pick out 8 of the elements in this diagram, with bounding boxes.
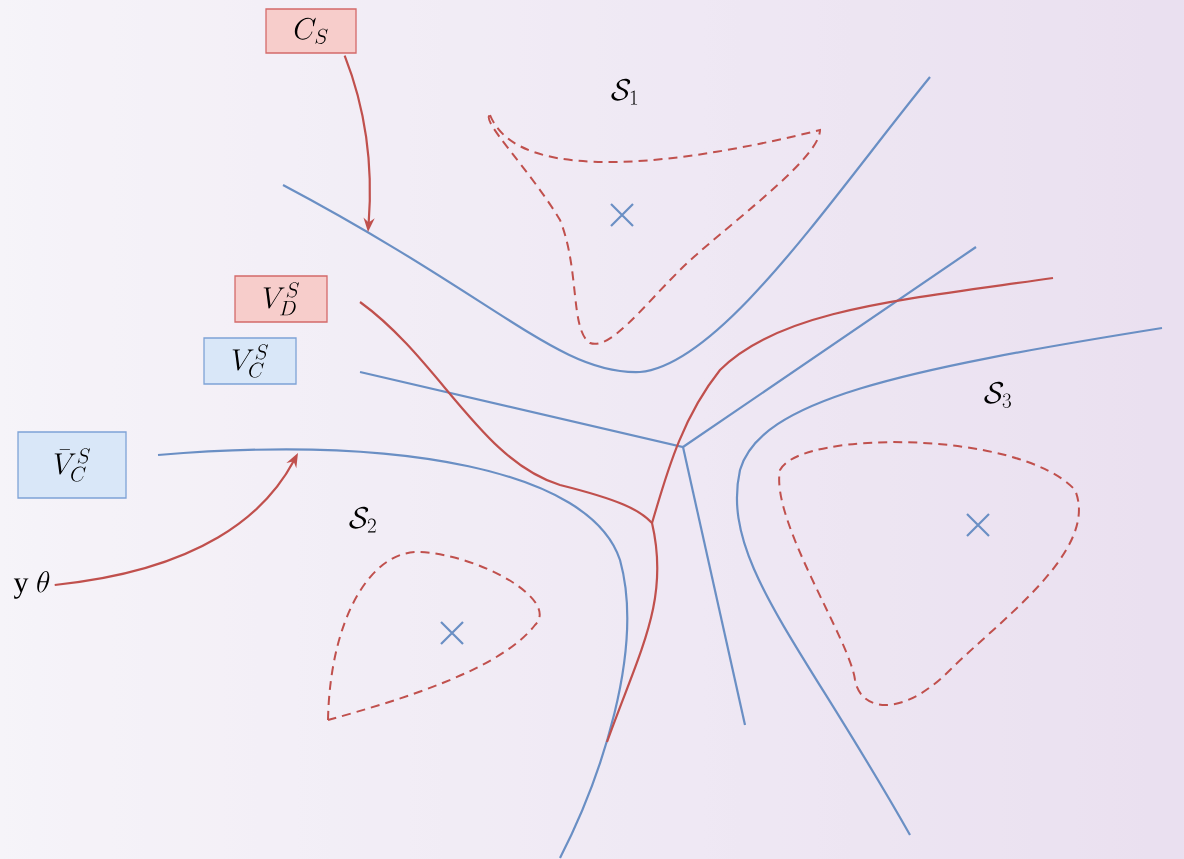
region-label: $\mathcal{S}_1$ bbox=[611, 78, 638, 105]
label-box: $V_D^S$ bbox=[234, 275, 328, 323]
label-box: $\bar{V}_C^S$ bbox=[17, 431, 127, 499]
label-box: $V_C^S$ bbox=[203, 337, 297, 385]
formula-text: $\mathrm{y}\ \theta$ bbox=[13, 571, 50, 599]
label-box: $C_S$ bbox=[265, 8, 357, 54]
region-label: $\mathcal{S}_2$ bbox=[349, 506, 376, 533]
region-label: $\mathcal{S}_3$ bbox=[984, 381, 1011, 408]
